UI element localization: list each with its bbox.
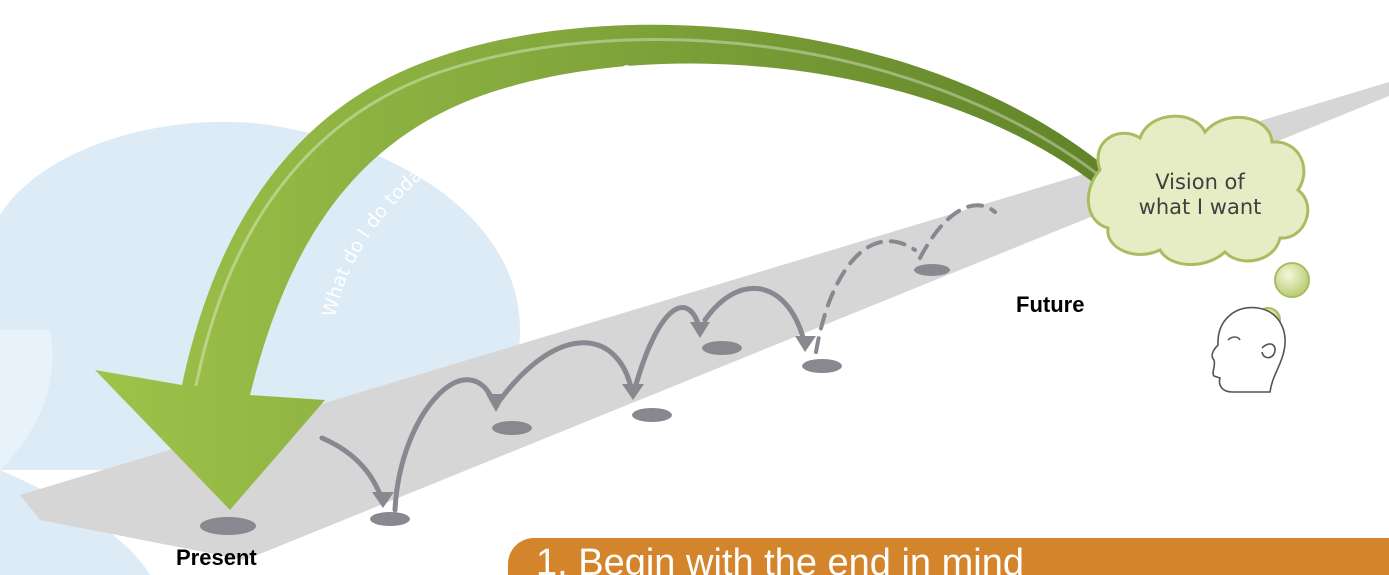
future-label: Future bbox=[1016, 292, 1084, 318]
vision-text-line-2: what I want bbox=[1100, 195, 1300, 220]
curved-arrow-icon bbox=[95, 25, 1130, 510]
step-pad bbox=[632, 408, 672, 422]
vision-text-line-1: Vision of bbox=[1100, 170, 1300, 195]
banner-title: 1. Begin with the end in mind bbox=[536, 542, 1024, 575]
title-banner: 1. Begin with the end in mind bbox=[508, 538, 1389, 575]
step-pad bbox=[370, 512, 410, 526]
thinking-head-icon bbox=[1212, 308, 1285, 392]
step-pad bbox=[702, 341, 742, 355]
step-pad-present bbox=[200, 517, 256, 535]
vision-text: Vision of what I want bbox=[1100, 170, 1300, 220]
step-pad bbox=[914, 264, 950, 276]
step-pad bbox=[802, 359, 842, 373]
step-pad bbox=[492, 421, 532, 435]
present-label: Present bbox=[176, 545, 257, 571]
